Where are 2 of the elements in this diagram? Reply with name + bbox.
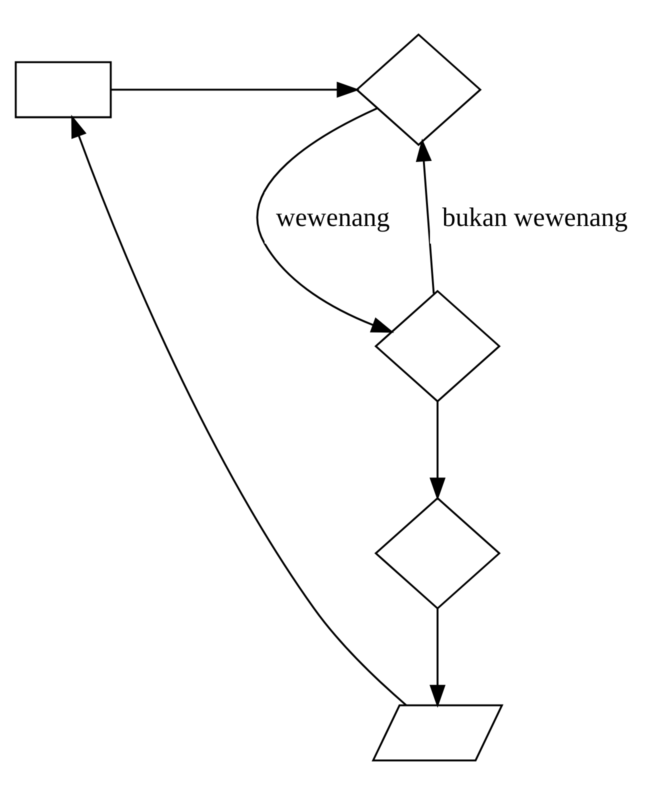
- edge-label: bukan wewenang: [442, 202, 628, 232]
- edge-label: wewenang: [276, 202, 390, 232]
